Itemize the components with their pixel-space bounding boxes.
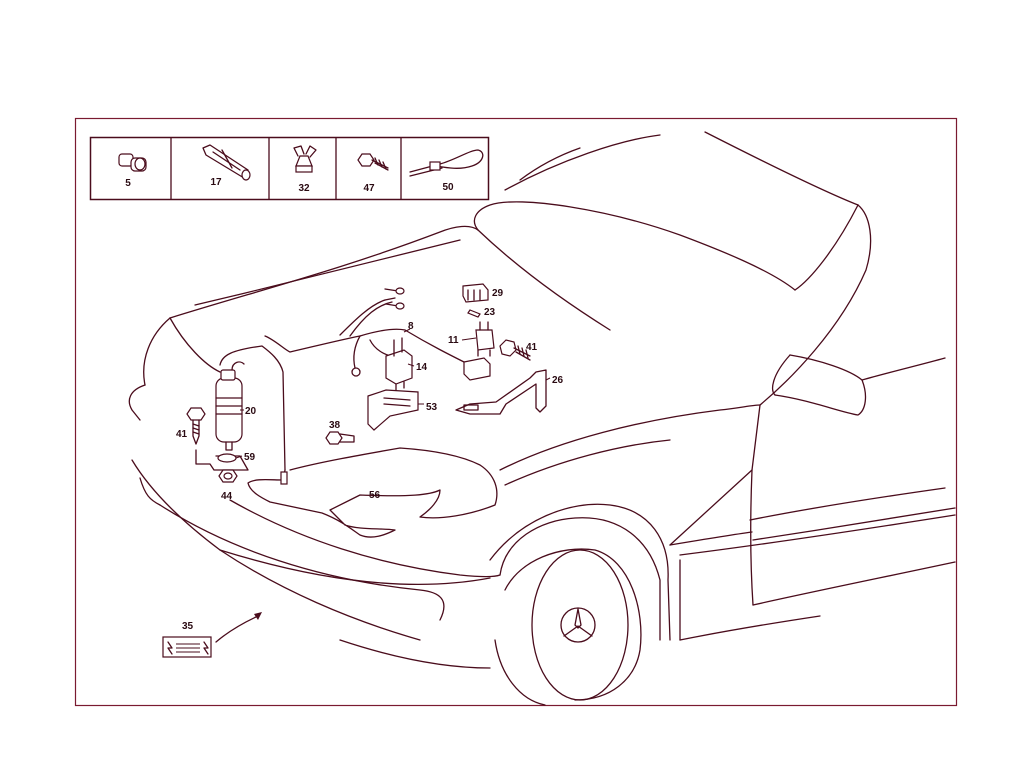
- callout-59: 59: [244, 452, 256, 463]
- legend-label: 47: [363, 183, 375, 194]
- legend-label: 50: [442, 182, 454, 193]
- mounting-bracket: [455, 369, 547, 415]
- legend-label: 17: [210, 177, 222, 188]
- callout-14: 14: [416, 362, 428, 373]
- bolt-icon: [186, 407, 206, 445]
- callout-23: 23: [484, 307, 496, 318]
- cover-plate: [367, 389, 419, 431]
- callout-35: 35: [182, 621, 194, 632]
- relay-socket: [475, 321, 495, 357]
- bolt-icon: [325, 431, 355, 445]
- callout-26: 26: [552, 375, 564, 386]
- bolt-icon: [499, 339, 531, 361]
- washer-icon: [217, 453, 237, 463]
- pin-icon: [467, 309, 481, 318]
- pump-bracket: [195, 449, 249, 471]
- callout-29: 29: [492, 288, 504, 299]
- legend-label: 32: [298, 183, 310, 194]
- callout-38: 38: [329, 420, 341, 431]
- relay-unit: [385, 337, 413, 391]
- relay-connector: [462, 283, 489, 303]
- screw-icon: [357, 153, 389, 171]
- callout-20: 20: [245, 406, 257, 417]
- wiring-harness: [219, 287, 498, 538]
- plug-icon: [118, 153, 147, 172]
- cable-tie-icon: [409, 149, 484, 177]
- connector-icon: [202, 144, 251, 181]
- legend-label: 5: [125, 178, 131, 189]
- hub-emblem-icon: [560, 607, 596, 643]
- callout-44: 44: [221, 491, 233, 502]
- diagram-border: [74, 117, 958, 707]
- pump-canister: [215, 361, 245, 451]
- callout-41: 41: [526, 342, 538, 353]
- callout-53: 53: [426, 402, 438, 413]
- callout-41: 41: [176, 429, 188, 440]
- callout-56: 56: [369, 490, 381, 501]
- car-outline: [128, 131, 956, 706]
- nut-icon: [218, 469, 238, 483]
- callout-11: 11: [448, 335, 459, 346]
- legend-box: 5 17 32 47 50: [89, 136, 490, 201]
- clip-icon: [293, 145, 317, 173]
- callout-8: 8: [408, 321, 414, 332]
- warning-label: [162, 612, 262, 658]
- leader-lines: [235, 328, 551, 459]
- connector-block: [463, 357, 491, 381]
